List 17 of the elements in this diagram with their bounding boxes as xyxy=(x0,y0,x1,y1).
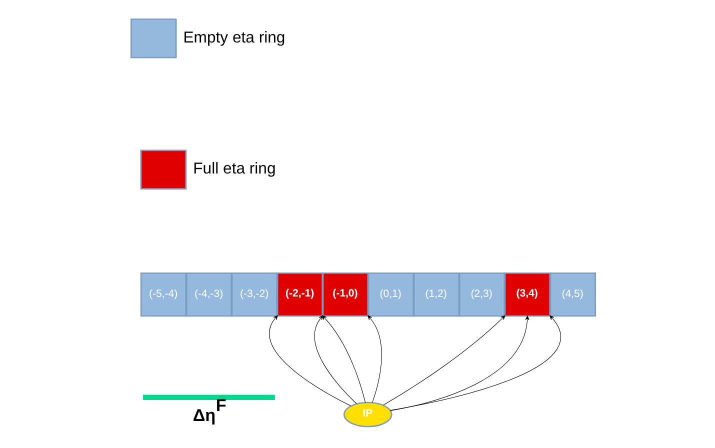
arrow xyxy=(368,315,382,403)
arrow xyxy=(390,316,530,411)
node-box: (-2,-1) xyxy=(276,272,324,317)
node-box: (-5,-4) xyxy=(140,272,187,317)
arrow xyxy=(383,315,506,406)
node-box: (-4,-3) xyxy=(186,272,232,317)
node-box: (1,2) xyxy=(413,272,460,317)
legend-label: Empty eta ring xyxy=(183,29,286,46)
node-box: (-3,-2) xyxy=(231,272,278,317)
arrow xyxy=(390,315,560,411)
node-box: (3,4) xyxy=(504,272,551,317)
node-box: (4,5) xyxy=(550,272,596,317)
node-box: (-1,0) xyxy=(322,272,369,317)
node-box: (0,1) xyxy=(368,272,414,317)
node-ellipse: IP xyxy=(343,402,392,428)
node-box: (2,3) xyxy=(458,272,506,317)
legend-label: Full eta ring xyxy=(193,160,276,178)
